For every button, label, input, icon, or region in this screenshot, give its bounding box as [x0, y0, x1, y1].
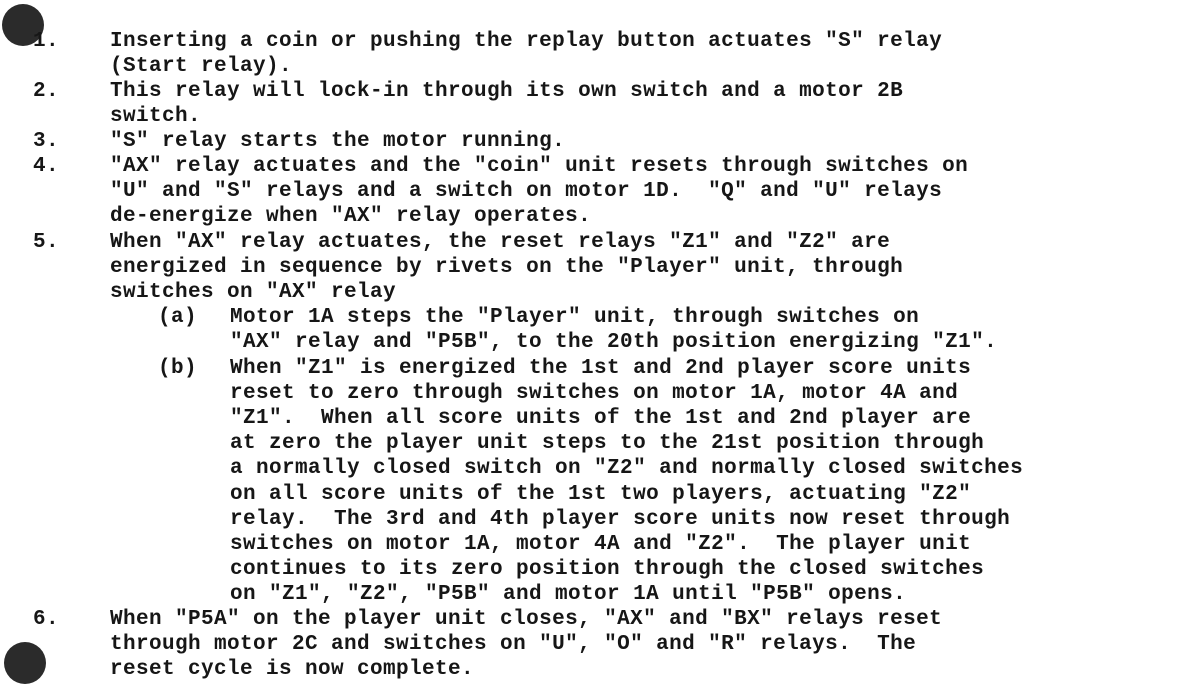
subitem-text-line: relay. The 3rd and 4th player score unit…	[230, 508, 1011, 531]
item-text-line: When "P5A" on the player unit closes, "A…	[110, 608, 943, 631]
subitem-text-line: reset to zero through switches on motor …	[230, 382, 959, 405]
item-number: 4.	[33, 155, 60, 178]
subitem-text-line: at zero the player unit steps to the 21s…	[230, 432, 985, 455]
item-number: 1.	[33, 30, 60, 53]
item-text-line: through motor 2C and switches on "U", "O…	[110, 633, 917, 656]
subitem-text-line: When "Z1" is energized the 1st and 2nd p…	[230, 357, 972, 380]
item-text-line: When "AX" relay actuates, the reset rela…	[110, 231, 891, 254]
item-number: 5.	[33, 231, 60, 254]
item-text-line: energized in sequence by rivets on the "…	[110, 256, 904, 279]
subitem-text-line: Motor 1A steps the "Player" unit, throug…	[230, 306, 920, 329]
item-number: 2.	[33, 80, 60, 103]
subitem-text-line: switches on motor 1A, motor 4A and "Z2".…	[230, 533, 972, 556]
item-text-line: "S" relay starts the motor running.	[110, 130, 566, 153]
item-text-line: "U" and "S" relays and a switch on motor…	[110, 180, 943, 203]
subitem-text-line: on all score units of the 1st two player…	[230, 483, 972, 506]
page-edge	[0, 684, 1200, 686]
item-number: 6.	[33, 608, 60, 631]
item-text-line: (Start relay).	[110, 55, 293, 78]
item-text-line: This relay will lock-in through its own …	[110, 80, 904, 103]
subitem-label: (b)	[158, 357, 198, 380]
item-text-line: switches on "AX" relay	[110, 281, 397, 304]
subitem-text-line: "Z1". When all score units of the 1st an…	[230, 407, 972, 430]
subitem-text-line: a normally closed switch on "Z2" and nor…	[230, 457, 1024, 480]
item-text-line: de-energize when "AX" relay operates.	[110, 205, 592, 228]
subitem-label: (a)	[158, 306, 198, 329]
item-text-line: "AX" relay actuates and the "coin" unit …	[110, 155, 969, 178]
punch-hole-bottom	[4, 642, 46, 684]
item-text-line: Inserting a coin or pushing the replay b…	[110, 30, 943, 53]
item-text-line: switch.	[110, 105, 202, 128]
subitem-text-line: on "Z1", "Z2", "P5B" and motor 1A until …	[230, 583, 907, 606]
subitem-text-line: "AX" relay and "P5B", to the 20th positi…	[230, 331, 998, 354]
subitem-text-line: continues to its zero position through t…	[230, 558, 985, 581]
punch-hole-top	[2, 4, 44, 46]
item-number: 3.	[33, 130, 60, 153]
item-text-line: reset cycle is now complete.	[110, 658, 475, 681]
